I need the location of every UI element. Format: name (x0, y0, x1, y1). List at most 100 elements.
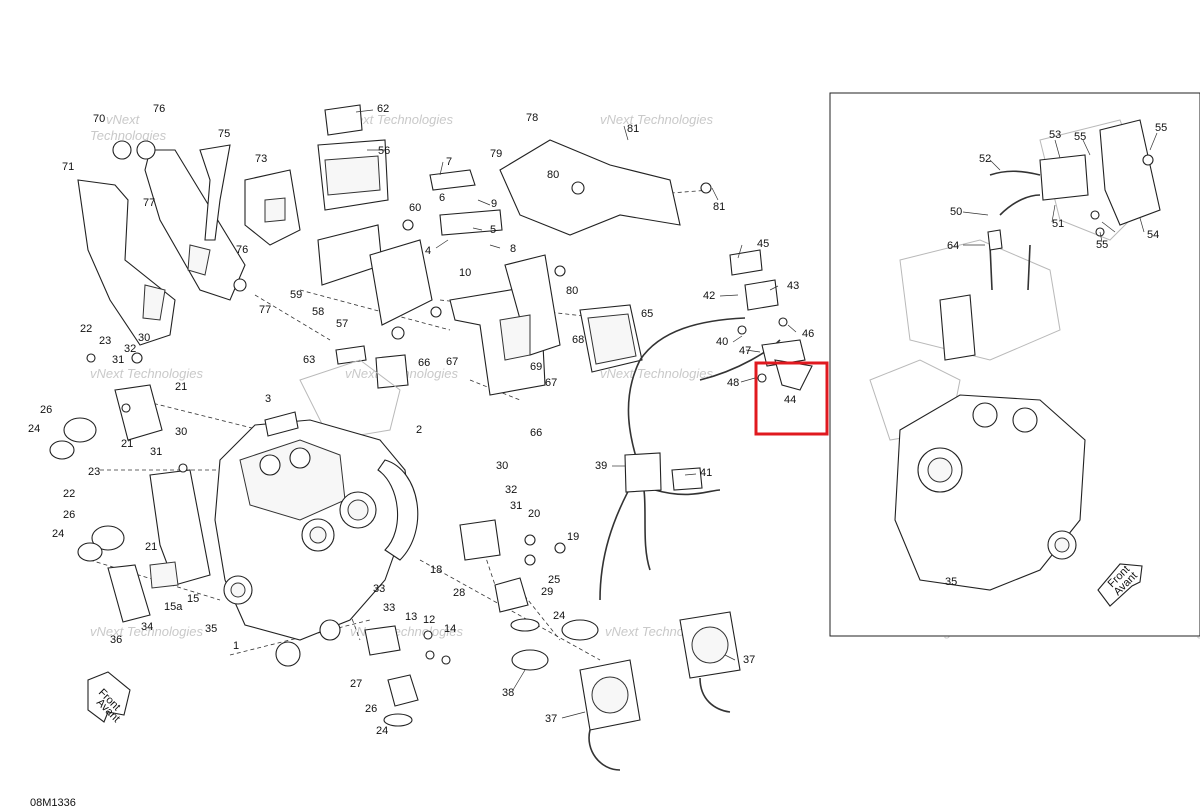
watermark-text: Technologies (90, 128, 167, 143)
callout-label: 24 (28, 423, 40, 435)
callout-label: 14 (444, 623, 456, 635)
callout-label: 67 (446, 356, 458, 368)
callout-label: 7 (446, 156, 452, 168)
callout-label: 64 (947, 240, 959, 252)
callout-label: 24 (553, 610, 565, 622)
callout-label: 23 (99, 335, 111, 347)
callout-label: 41 (700, 467, 712, 479)
callout-label: 50 (950, 206, 962, 218)
callout-label: 3 (265, 393, 271, 405)
callout-label: 28 (453, 587, 465, 599)
callout-label: 45 (757, 238, 769, 250)
watermark-text: vNext Technologies (90, 624, 203, 639)
callout-label: 81 (627, 123, 639, 135)
callout-label: 62 (377, 103, 389, 115)
watermark-text: vNext Technologies (90, 366, 203, 381)
watermark-text: vNext Technologies (340, 112, 453, 127)
callout-label: 80 (566, 285, 578, 297)
callout-label: 36 (110, 634, 122, 646)
wiring-harness-and-throttle-bodies (511, 317, 781, 771)
callout-label: 77 (143, 197, 155, 209)
callout-label: 35 (945, 576, 957, 588)
callout-label: 53 (1049, 129, 1061, 141)
callout-label: 43 (787, 280, 799, 292)
engine-mounts-left (49, 352, 211, 623)
callout-label: 26 (365, 703, 377, 715)
callout-label: 73 (255, 153, 267, 165)
callout-label: 44 (784, 394, 796, 406)
callout-label: 76 (153, 103, 165, 115)
engine-mount-plate-assembly (77, 140, 301, 346)
callout-label: 4 (425, 245, 431, 257)
callout-label: 29 (541, 586, 553, 598)
lower-center-parts (275, 619, 451, 727)
callout-label: 5 (490, 224, 496, 236)
callout-label: 63 (303, 354, 315, 366)
callout-label: 21 (175, 381, 187, 393)
figure-code: 08M1336 (30, 797, 76, 807)
callout-label: 48 (727, 377, 739, 389)
callout-label: 66 (530, 427, 542, 439)
callout-label: 77 (259, 304, 271, 316)
callout-label: 30 (496, 460, 508, 472)
callout-label: 80 (547, 169, 559, 181)
watermark-text: vNext (106, 112, 141, 127)
callout-label: 78 (526, 112, 538, 124)
callout-label: 40 (716, 336, 728, 348)
callout-label: 66 (418, 357, 430, 369)
callout-label: 71 (62, 161, 74, 173)
callout-label: 26 (63, 509, 75, 521)
starter-and-mounts (459, 519, 566, 632)
callout-label: 37 (545, 713, 557, 725)
callout-label: 8 (510, 243, 516, 255)
upper-bracket-assembly (335, 139, 712, 396)
callout-label: 6 (439, 192, 445, 204)
callout-label: 9 (491, 198, 497, 210)
highlight-box (754, 361, 829, 436)
callout-label: 67 (545, 377, 557, 389)
callout-label: 24 (376, 725, 388, 737)
callout-label: 10 (459, 267, 471, 279)
ignition-coil-bracket (729, 249, 813, 391)
front-arrow-right: Front Avant (1097, 563, 1143, 607)
callout-label: 37 (743, 654, 755, 666)
callout-label: 79 (490, 148, 502, 160)
callout-label: 26 (40, 404, 52, 416)
callout-label: 55 (1155, 122, 1167, 134)
callout-label: 22 (80, 323, 92, 335)
callout-label: 81 (713, 201, 725, 213)
watermark-text: vNext Technologies (600, 366, 713, 381)
callout-label: 12 (423, 614, 435, 626)
callout-label: 42 (703, 290, 715, 302)
callout-label: 54 (1147, 229, 1159, 241)
callout-label: 31 (150, 446, 162, 458)
callout-label: 51 (1052, 218, 1064, 230)
callout-label: 59 (290, 289, 302, 301)
callout-label: 68 (572, 334, 584, 346)
watermark-text: vNext Technologies (600, 112, 713, 127)
ecu-assembly (317, 104, 442, 340)
callout-label: 22 (63, 488, 75, 500)
callout-label: 20 (528, 508, 540, 520)
callout-label: 32 (505, 484, 517, 496)
callout-label: 32 (124, 343, 136, 355)
callout-label: 31 (510, 500, 522, 512)
callout-label: 69 (530, 361, 542, 373)
callout-label: 56 (378, 145, 390, 157)
callout-label: 27 (350, 678, 362, 690)
callout-labels: 70 76 75 71 77 73 76 77 62 56 60 59 58 5… (28, 103, 1167, 737)
callout-label: 19 (567, 531, 579, 543)
callout-label: 58 (312, 306, 324, 318)
callout-label: 21 (145, 541, 157, 553)
callout-label: 52 (979, 153, 991, 165)
callout-label: 13 (405, 611, 417, 623)
callout-label: 34 (141, 621, 153, 633)
callout-label: 31 (112, 354, 124, 366)
callout-label: 75 (218, 128, 230, 140)
callout-label: 60 (409, 202, 421, 214)
callout-label: 76 (236, 244, 248, 256)
callout-label: 47 (739, 345, 751, 357)
callout-label: 24 (52, 528, 64, 540)
callout-label: 70 (93, 113, 105, 125)
